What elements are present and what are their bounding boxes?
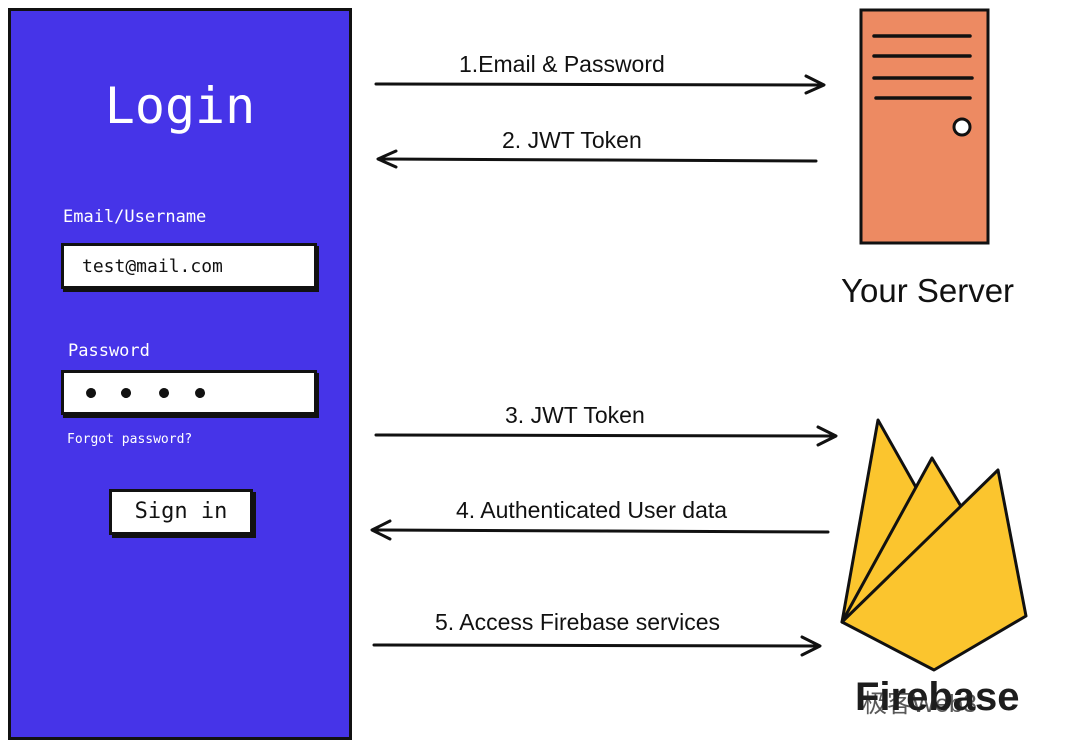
watermark: 极客Web3	[862, 690, 977, 718]
server-label: Your Server	[841, 272, 1015, 309]
server-icon	[859, 8, 990, 245]
forgot-password-link[interactable]: Forgot password?	[67, 432, 193, 447]
password-field[interactable]	[61, 370, 317, 415]
password-label: Password	[68, 341, 150, 361]
step-1-label: 1.Email & Password	[459, 51, 665, 77]
firebase-icon	[840, 418, 1028, 672]
arrow-step-1	[374, 74, 826, 95]
step-3-label: 3. JWT Token	[505, 402, 645, 428]
login-title: Login	[104, 77, 256, 135]
email-field[interactable]: test@mail.com	[61, 243, 317, 289]
firebase-label: Firebase	[855, 675, 1020, 719]
step-2-label: 2. JWT Token	[502, 127, 642, 153]
arrow-step-3	[374, 425, 838, 447]
email-value: test@mail.com	[82, 256, 223, 277]
arrow-step-4	[370, 519, 830, 541]
step-5-label: 5. Access Firebase services	[435, 609, 721, 635]
email-label: Email/Username	[63, 207, 207, 227]
login-panel: Login Email/Username test@mail.com Passw…	[8, 8, 352, 740]
arrow-step-2	[376, 149, 818, 169]
step-4-label: 4. Authenticated User data	[456, 497, 728, 523]
arrow-step-5	[372, 635, 822, 657]
sign-in-button[interactable]: Sign in	[109, 489, 253, 535]
